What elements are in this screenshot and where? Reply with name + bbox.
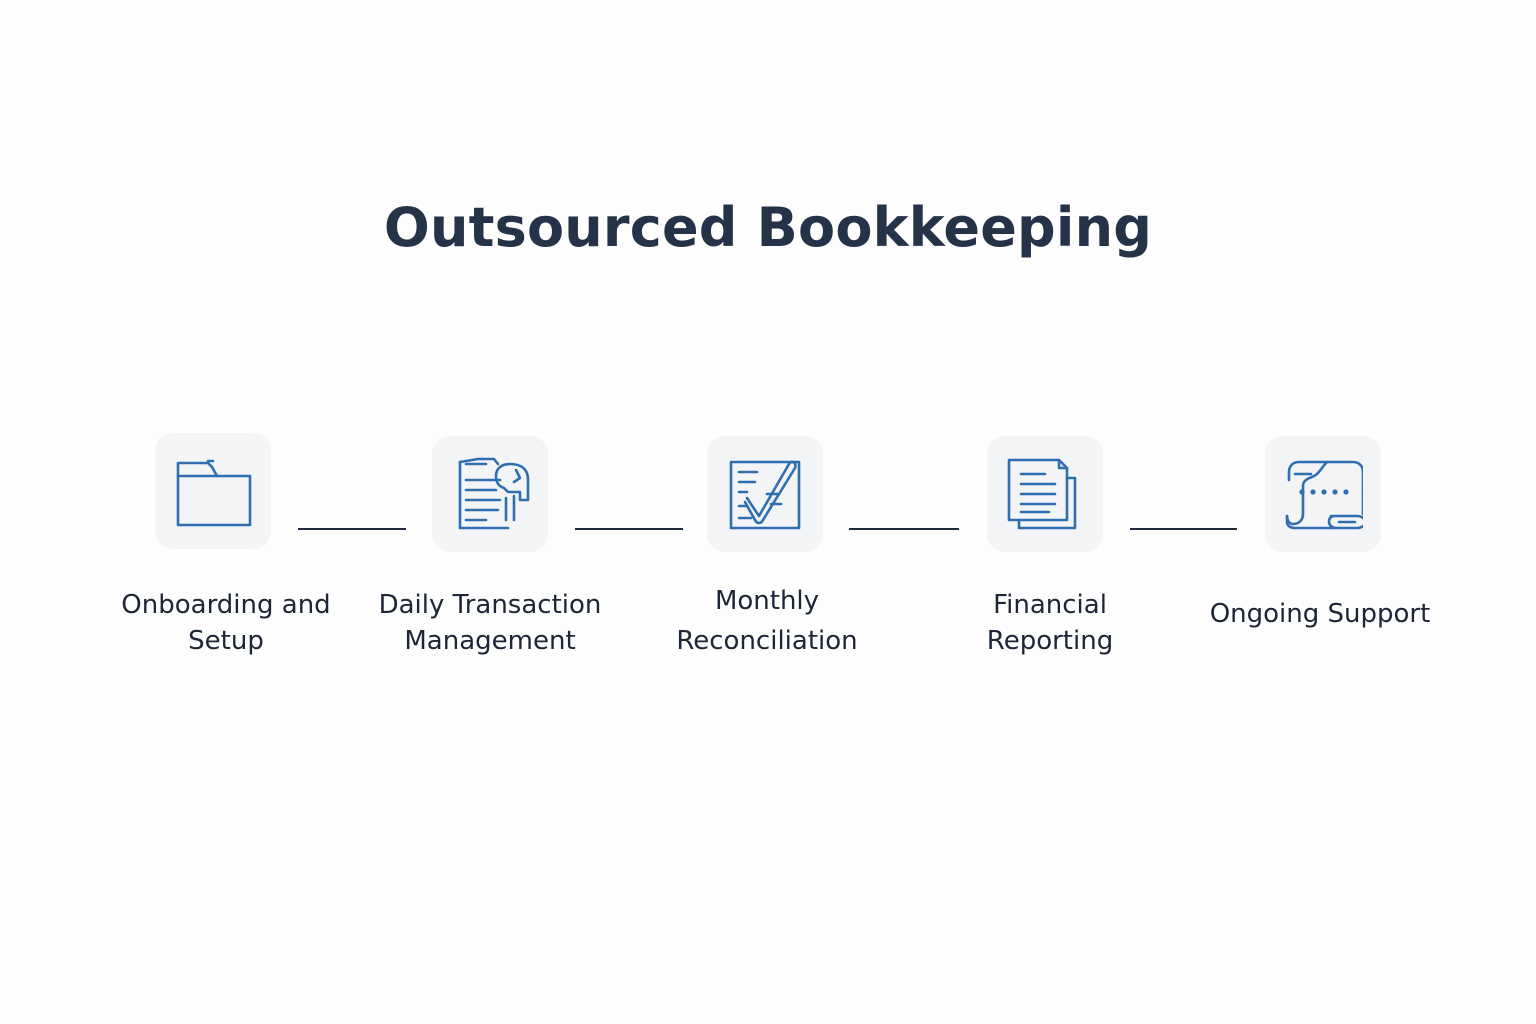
- connector-line-2: [575, 528, 683, 530]
- step-label-financial-reporting: Financial Reporting: [930, 587, 1170, 659]
- step-label-line: Reconciliation: [676, 626, 858, 656]
- checklist-icon: [729, 460, 801, 530]
- step-label-line: Daily Transaction: [378, 590, 602, 620]
- step-tile-onboarding: [155, 433, 271, 549]
- step-label-line: Setup: [188, 626, 264, 656]
- step-tile-ongoing-support: [1265, 436, 1381, 552]
- step-tile-financial-reporting: [987, 436, 1103, 552]
- step-label-line: Reporting: [986, 626, 1114, 656]
- step-label-line: Financial: [993, 590, 1107, 620]
- stacked-reports-icon: [1007, 458, 1077, 530]
- folder-icon: [176, 459, 252, 527]
- support-scroll-icon: [1285, 460, 1363, 530]
- step-label-line: Ongoing Support: [1209, 599, 1431, 629]
- step-label-daily-transactions: Daily Transaction Management: [370, 587, 610, 659]
- step-tile-reconciliation: [707, 436, 823, 552]
- step-label-reconciliation: Monthly Reconciliation: [647, 583, 887, 659]
- connector-line-3: [849, 528, 959, 530]
- step-label-line: Monthly: [714, 586, 820, 616]
- page-title: Outsourced Bookkeeping: [383, 196, 1153, 259]
- connector-line-4: [1130, 528, 1237, 530]
- step-label-onboarding: Onboarding and Setup: [106, 587, 346, 659]
- step-label-ongoing-support: Ongoing Support: [1200, 596, 1440, 632]
- connector-line-1: [298, 528, 406, 530]
- document-stamp-icon: [458, 457, 530, 530]
- step-tile-daily-transactions: [432, 436, 548, 552]
- step-label-line: Management: [404, 626, 576, 656]
- step-label-line: Onboarding and: [121, 590, 331, 620]
